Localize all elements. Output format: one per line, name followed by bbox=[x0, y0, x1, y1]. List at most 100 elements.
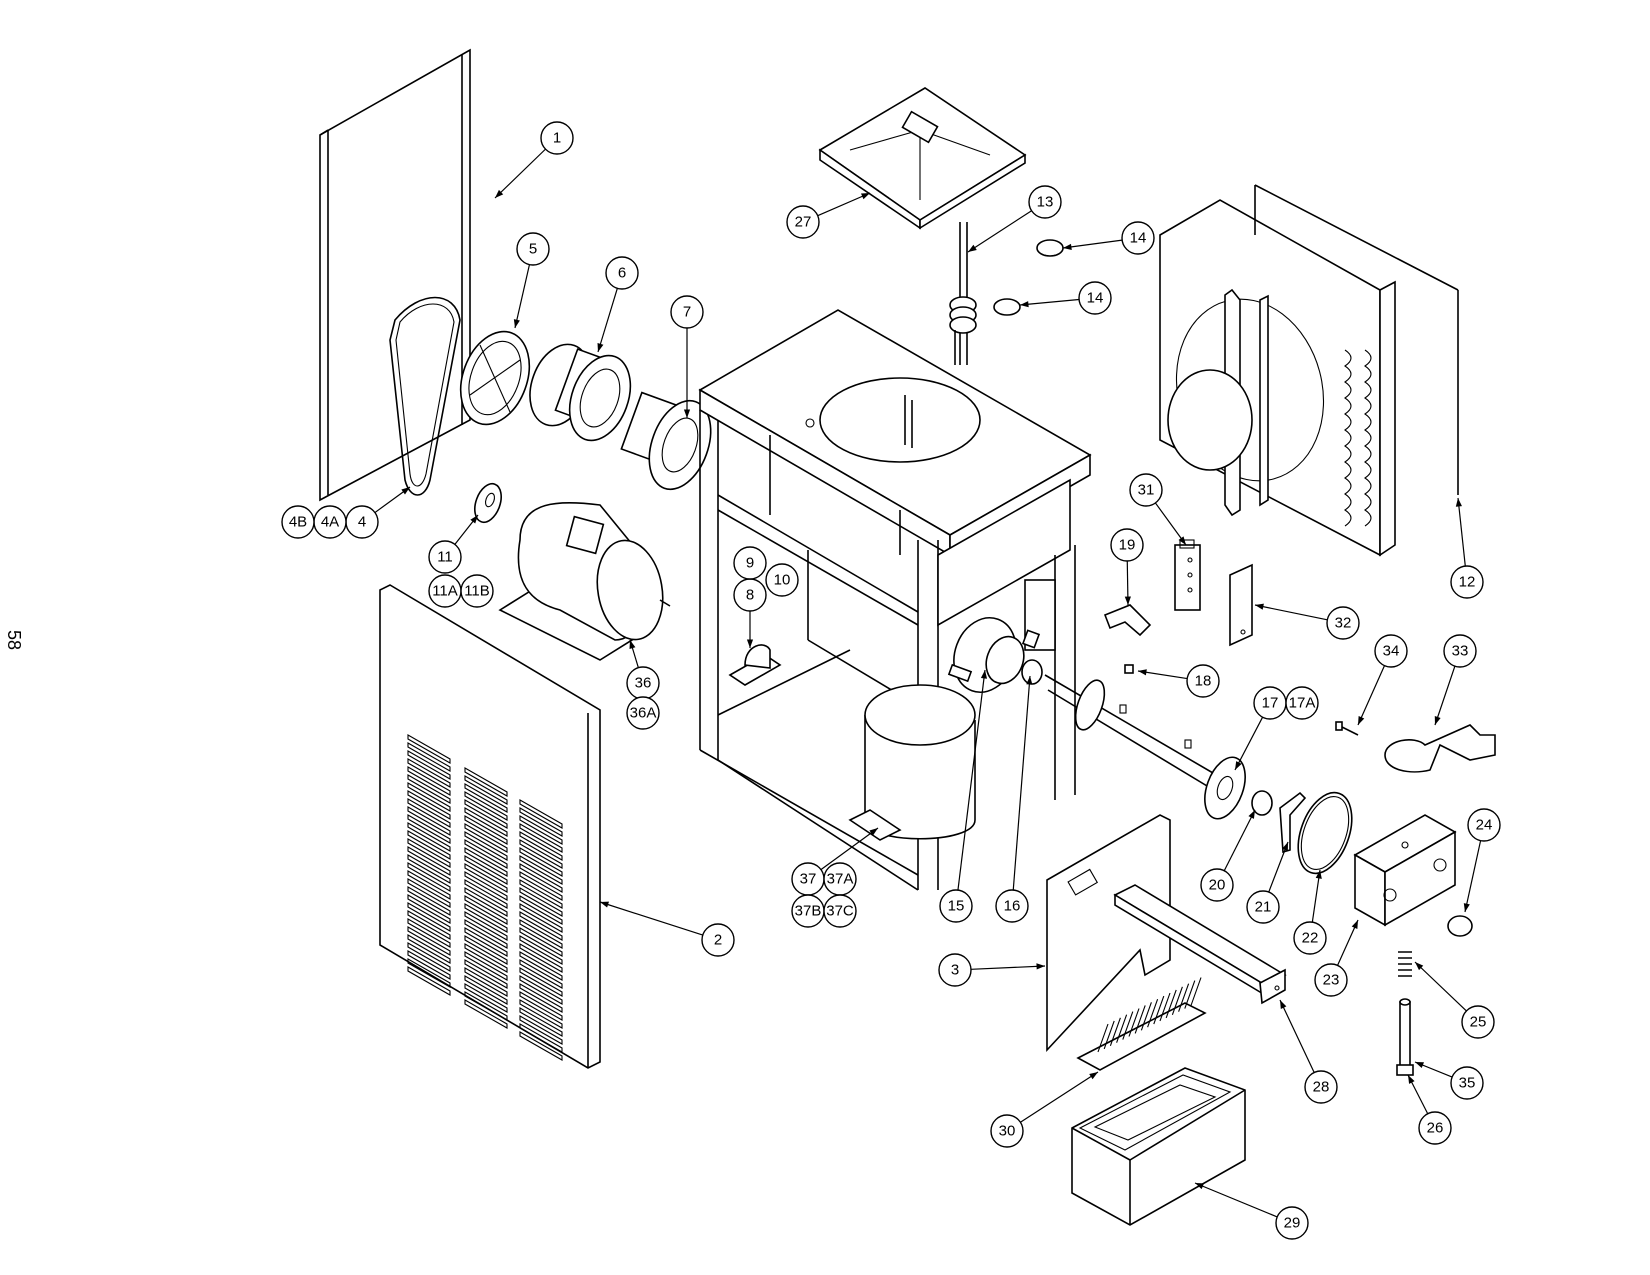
callout-leader-line bbox=[1268, 841, 1289, 893]
clip-part bbox=[1103, 604, 1152, 637]
grate-slot bbox=[1153, 995, 1165, 1025]
grate-slot bbox=[1147, 999, 1159, 1028]
callout-37: 37 bbox=[791, 862, 825, 896]
gear-housing-part bbox=[529, 343, 632, 442]
louver-slot bbox=[519, 1023, 563, 1053]
callout-25: 25 bbox=[1461, 1005, 1495, 1039]
louver-slot bbox=[407, 830, 451, 860]
louver-slot bbox=[519, 871, 563, 901]
louver-slot bbox=[464, 815, 508, 845]
callout-arrowhead bbox=[1255, 603, 1264, 610]
faceplate-block-part bbox=[1353, 814, 1457, 927]
callout-arrowhead bbox=[1358, 716, 1365, 725]
switch-part bbox=[1174, 539, 1201, 611]
louver-slot bbox=[519, 919, 563, 949]
callout-14b: 14 bbox=[1078, 281, 1112, 315]
callout-12: 12 bbox=[1450, 565, 1484, 599]
louver-slot bbox=[464, 927, 508, 957]
compressor-part bbox=[848, 684, 976, 841]
callout-label: 4 bbox=[358, 514, 366, 531]
louver-slot bbox=[464, 911, 508, 941]
motor-part bbox=[498, 501, 671, 661]
louver-slot bbox=[464, 975, 508, 1005]
louver-slot bbox=[464, 799, 508, 829]
plate-part bbox=[1229, 563, 1253, 647]
louver-slot bbox=[464, 935, 508, 965]
callout-label: 14 bbox=[1130, 230, 1147, 247]
callout-leader-line bbox=[599, 901, 703, 936]
callout-11a: 11A bbox=[428, 574, 462, 608]
callout-arrowhead bbox=[869, 828, 878, 836]
grate-slot bbox=[1103, 1020, 1115, 1050]
louver-slot bbox=[464, 871, 508, 901]
callout-label: 37 bbox=[800, 871, 817, 888]
callout-arrowhead bbox=[470, 515, 478, 524]
grate-slot bbox=[1184, 980, 1196, 1009]
callout-17a: 17A bbox=[1285, 686, 1319, 720]
callout-arrowhead bbox=[1463, 903, 1470, 912]
callout-label: 17A bbox=[1289, 695, 1316, 712]
callout-37c: 37C bbox=[823, 894, 857, 928]
grate-slot bbox=[1122, 1011, 1134, 1040]
louver-slot bbox=[407, 910, 451, 940]
callout-arrowhead bbox=[1089, 1072, 1098, 1080]
callout-leader-line bbox=[1279, 999, 1315, 1073]
callout-label: 6 bbox=[618, 265, 626, 282]
louver-slot bbox=[519, 999, 563, 1029]
callout-leader-line bbox=[967, 210, 1032, 253]
callout-leader-line bbox=[817, 192, 871, 217]
louver-slot bbox=[519, 927, 563, 957]
callout-label: 32 bbox=[1335, 615, 1352, 632]
callout-arrowhead bbox=[1282, 842, 1288, 851]
callout-label: 36A bbox=[630, 705, 657, 722]
callout-label: 31 bbox=[1138, 482, 1155, 499]
evaporator-part bbox=[947, 617, 1043, 693]
drip-grate-part bbox=[1076, 977, 1207, 1071]
louver-slot bbox=[464, 831, 508, 861]
callout-leader-line bbox=[1254, 604, 1328, 621]
callout-21: 21 bbox=[1246, 890, 1280, 924]
louver-slot bbox=[407, 822, 451, 852]
callout-34: 34 bbox=[1374, 634, 1408, 668]
callout-arrowhead bbox=[1026, 676, 1033, 685]
handle-stem-part bbox=[1396, 998, 1414, 1076]
louver-slot bbox=[464, 879, 508, 909]
callout-label: 8 bbox=[746, 587, 754, 604]
louver-slot bbox=[464, 855, 508, 885]
callout-5: 5 bbox=[516, 232, 550, 266]
pulley-part bbox=[459, 330, 531, 426]
grate-slot bbox=[1128, 1008, 1140, 1037]
louver-slot bbox=[519, 911, 563, 941]
callout-16: 16 bbox=[995, 889, 1029, 923]
callout-label: 14 bbox=[1087, 290, 1104, 307]
callout-arrowhead bbox=[1351, 920, 1358, 929]
louver-slot bbox=[464, 863, 508, 893]
louver-slot bbox=[407, 846, 451, 876]
callout-label: 37C bbox=[826, 903, 854, 920]
callout-arrowhead bbox=[746, 639, 754, 648]
louver-slot bbox=[464, 791, 508, 821]
callout-36a: 36A bbox=[626, 696, 660, 730]
louver-slot bbox=[519, 863, 563, 893]
callout-arrowhead bbox=[1415, 962, 1424, 971]
callout-26: 26 bbox=[1418, 1111, 1452, 1145]
o-ring-part bbox=[1297, 791, 1353, 875]
auger-shaft-part bbox=[1044, 674, 1246, 820]
callout-label: 11 bbox=[437, 549, 453, 566]
louver-slot bbox=[407, 934, 451, 964]
louver-slot bbox=[464, 967, 508, 997]
callout-11: 11 bbox=[428, 540, 462, 574]
callout-18: 18 bbox=[1186, 664, 1220, 698]
louver-slot bbox=[519, 807, 563, 837]
callout-arrowhead bbox=[861, 193, 870, 200]
louver-slot bbox=[464, 959, 508, 989]
flange-part bbox=[620, 391, 712, 491]
ring-part bbox=[1036, 239, 1064, 257]
callout-label: 11B bbox=[464, 583, 490, 600]
louver-slot bbox=[407, 806, 451, 836]
callout-arrowhead bbox=[597, 343, 604, 352]
callout-label: 29 bbox=[1284, 1215, 1301, 1232]
callout-arrowhead bbox=[513, 319, 520, 328]
callout-leader-line bbox=[597, 288, 618, 353]
louver-slot bbox=[407, 790, 451, 820]
